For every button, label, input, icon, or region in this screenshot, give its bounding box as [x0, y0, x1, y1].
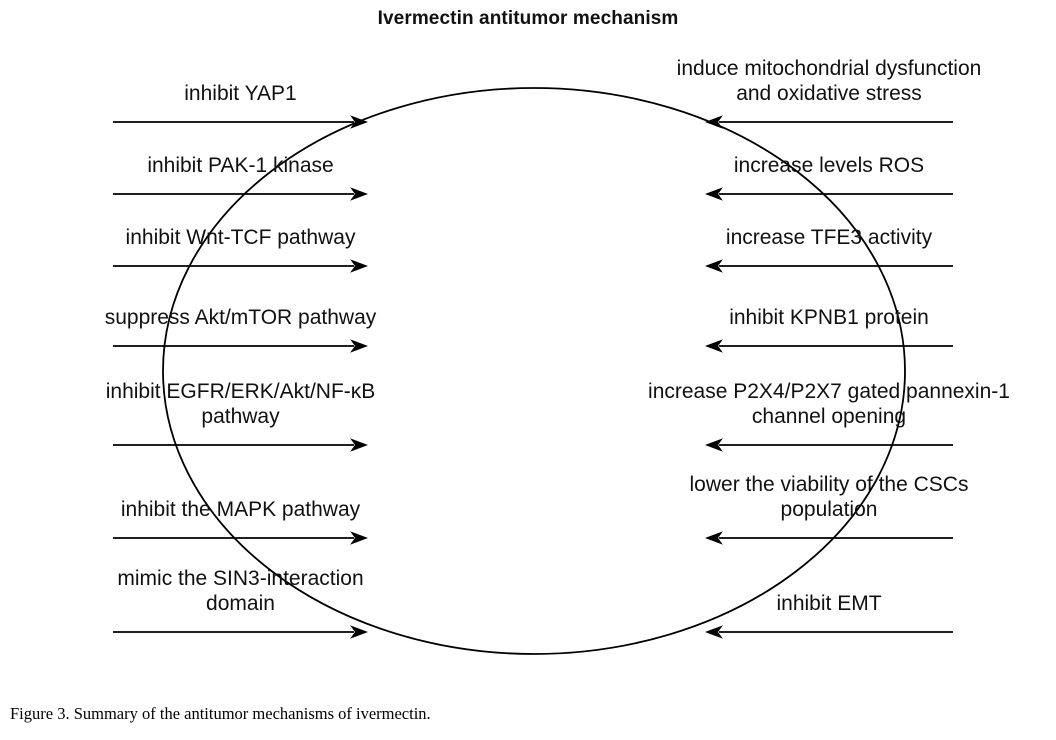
arrow-label-right-5: increase P2X4/P2X7 gated pannexin-1 chan… [648, 380, 1010, 428]
arrow-label-left-7: mimic the SIN3-interaction domain [117, 567, 364, 615]
arrow-left-icon [705, 115, 953, 129]
arrow-left-7 [113, 623, 368, 646]
arrow-label-right-4: inhibit KPNB1 protein [729, 306, 929, 329]
arrow-right-icon [113, 187, 368, 201]
arrow-right-icon [113, 339, 368, 353]
figure-caption: Figure 3. Summary of the antitumor mecha… [10, 704, 431, 723]
arrow-left-6 [113, 529, 368, 552]
arrow-right-6 [705, 529, 953, 552]
arrow-right-icon [113, 438, 368, 452]
arrow-right-icon [113, 531, 368, 545]
arrow-left-icon [705, 339, 953, 353]
arrow-left-5 [113, 436, 368, 459]
arrow-right-icon [113, 115, 368, 129]
arrow-left-icon [705, 187, 953, 201]
arrow-label-right-7: inhibit EMT [776, 592, 882, 615]
arrow-label-right-6: lower the viability of the CSCs populati… [689, 473, 969, 521]
arrow-label-left-2: inhibit PAK-1 kinase [147, 154, 334, 177]
arrow-left-icon [705, 625, 953, 639]
arrow-right-4 [705, 337, 953, 360]
arrow-left-icon [705, 438, 953, 452]
arrow-label-left-4: suppress Akt/mTOR pathway [104, 306, 377, 329]
arrow-left-icon [705, 259, 953, 273]
arrow-left-1 [113, 113, 368, 136]
arrow-label-left-1: inhibit YAP1 [184, 82, 297, 105]
arrow-right-5 [705, 436, 953, 459]
arrow-right-7 [705, 623, 953, 646]
figure-title: Ivermectin antitumor mechanism [377, 8, 679, 29]
arrow-label-left-6: inhibit the MAPK pathway [120, 498, 361, 521]
arrow-left-4 [113, 337, 368, 360]
arrow-right-1 [705, 113, 953, 136]
arrow-right-icon [113, 259, 368, 273]
arrow-label-right-3: increase TFE3 activity [725, 226, 933, 249]
arrow-right-icon [113, 625, 368, 639]
arrow-left-2 [113, 185, 368, 208]
arrow-label-right-2: increase levels ROS [733, 154, 925, 177]
arrow-label-left-5: inhibit EGFR/ERK/Akt/NF-κB pathway [105, 380, 376, 428]
arrow-right-3 [705, 257, 953, 280]
arrow-right-2 [705, 185, 953, 208]
arrow-label-right-1: induce mitochondrial dysfunction and oxi… [676, 57, 982, 105]
arrow-label-left-3: inhibit Wnt-TCF pathway [125, 226, 356, 249]
arrow-left-icon [705, 531, 953, 545]
arrow-left-3 [113, 257, 368, 280]
